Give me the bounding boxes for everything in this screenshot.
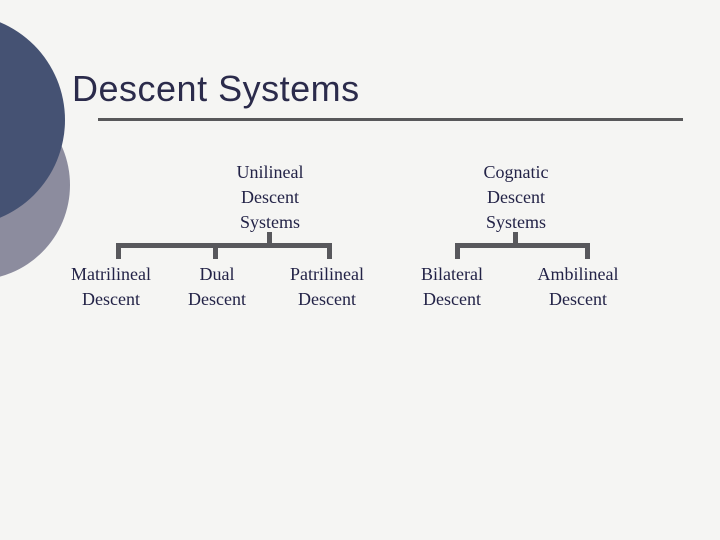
slide-title: Descent Systems [72, 68, 360, 109]
unilineal-connector-stub [267, 232, 272, 244]
unilineal-connector-drop-middle [213, 247, 218, 259]
ambilineal-descent-node: Ambilineal Descent [537, 264, 619, 309]
cognatic-connector-drop-left [455, 243, 460, 259]
dual-descent-node: Dual Descent [188, 264, 246, 309]
unilineal-connector-drop-left [116, 243, 121, 259]
cognatic-parent-node: Cognatic Descent Systems [483, 162, 549, 232]
cognatic-connector-stub [513, 232, 518, 244]
patrilineal-descent-node: Patrilineal Descent [290, 264, 364, 309]
title-underline [98, 118, 683, 121]
cognatic-connector-bar [455, 243, 590, 248]
unilineal-connector-drop-right [327, 243, 332, 259]
bilateral-descent-node: Bilateral Descent [421, 264, 483, 309]
unilineal-parent-node: Unilineal Descent Systems [236, 162, 304, 232]
cognatic-connector-drop-right [585, 243, 590, 259]
matrilineal-descent-node: Matrilineal Descent [71, 264, 151, 309]
unilineal-connector-bar [116, 243, 332, 248]
